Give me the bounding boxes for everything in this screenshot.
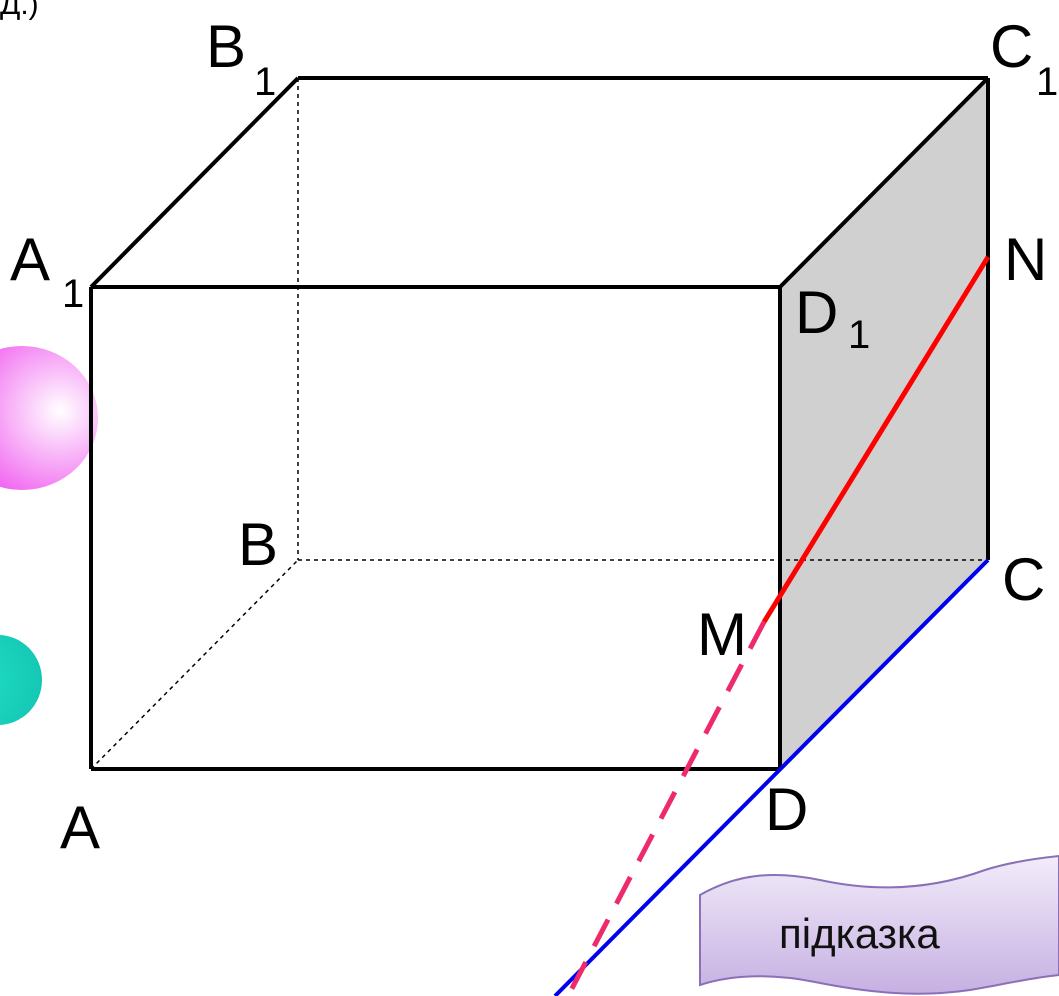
- label-c-main: C: [1002, 546, 1045, 613]
- segment-mn: [761, 255, 991, 624]
- label-d1: D 1: [795, 279, 870, 357]
- hint-button[interactable]: підказка: [699, 854, 1059, 995]
- label-d1-sub: 1: [848, 313, 870, 357]
- label-c1: C 1: [990, 13, 1058, 104]
- label-a1: A 1: [10, 226, 84, 316]
- label-b1-main: B: [206, 13, 246, 80]
- label-c: C: [1002, 546, 1045, 613]
- decor-ellipse-pink[interactable]: [0, 346, 98, 490]
- label-d1-main: D: [795, 279, 838, 346]
- label-b1-sub: 1: [254, 60, 276, 104]
- hint-button-shape[interactable]: [699, 854, 1059, 995]
- label-d: D: [765, 776, 808, 843]
- label-c1-sub: 1: [1036, 60, 1058, 104]
- label-d-main: D: [765, 776, 808, 843]
- decor-ellipse-teal[interactable]: [0, 635, 42, 725]
- label-a1-main: A: [10, 226, 50, 293]
- top-fragment-text: Д.): [0, 0, 39, 21]
- edge-ab-hidden: [90, 559, 299, 770]
- label-n: N: [1004, 226, 1047, 293]
- label-m-main: M: [697, 601, 747, 668]
- edge-d1c1: [778, 76, 990, 289]
- label-c1-main: C: [990, 13, 1033, 80]
- hint-button-label[interactable]: підказка: [779, 910, 940, 957]
- label-b1: B 1: [206, 13, 276, 104]
- label-b: B: [238, 511, 278, 578]
- line-dc-extended: [553, 558, 990, 996]
- label-a: A: [60, 794, 100, 861]
- label-n-main: N: [1004, 226, 1047, 293]
- label-m: M: [697, 601, 747, 668]
- label-a1-sub: 1: [62, 272, 84, 316]
- label-b-main: B: [238, 511, 278, 578]
- line-mn-extension: [565, 620, 767, 996]
- edge-a1b1: [89, 76, 300, 289]
- label-a-main: A: [60, 794, 100, 861]
